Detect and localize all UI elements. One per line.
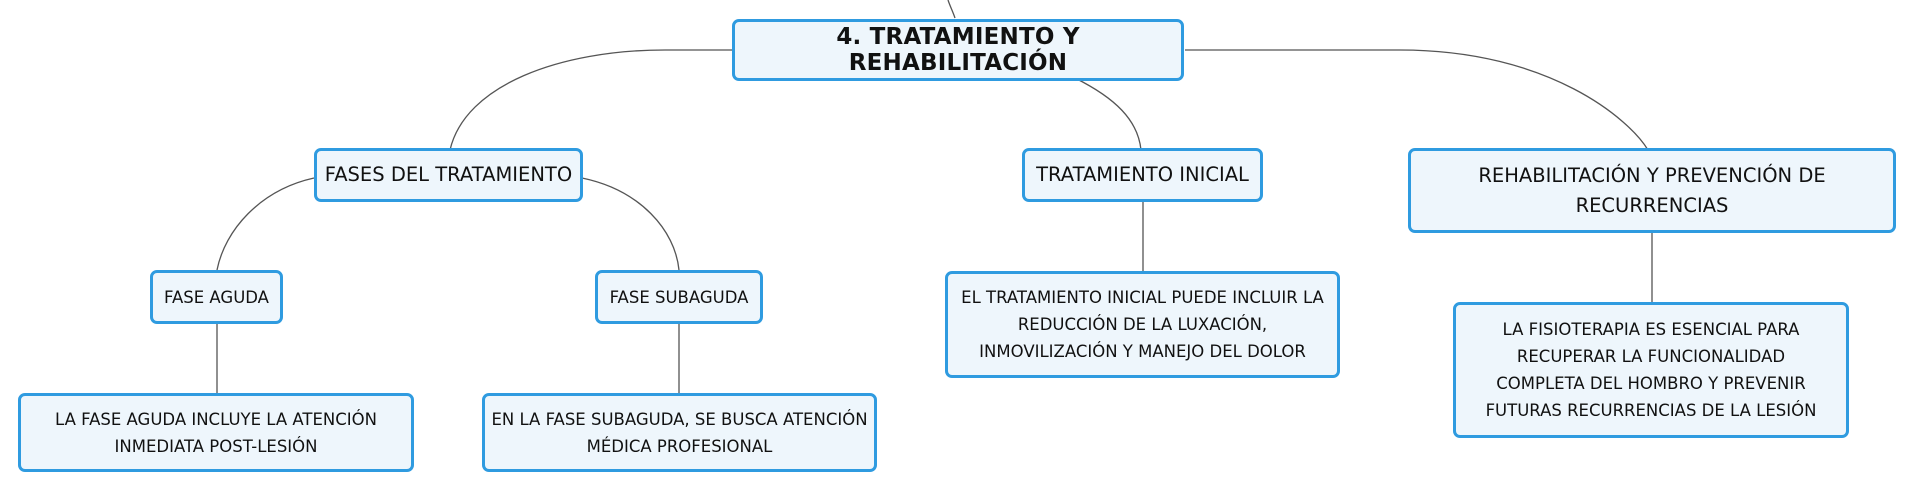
rehab-node[interactable]: REHABILITACIÓN Y PREVENCIÓN DE RECURRENC… [1408,148,1896,233]
central-topic-label: 4. TRATAMIENTO Y REHABILITACIÓN [836,24,1080,76]
phases-node[interactable]: FASES DEL TRATAMIENTO [314,148,583,202]
acute-phase-detail-node[interactable]: LA FASE AGUDA INCLUYE LA ATENCIÓN INMEDI… [18,393,414,472]
initial-treatment-detail-text: EL TRATAMIENTO INICIAL PUEDE INCLUIR LA … [961,288,1324,361]
rehab-detail-node[interactable]: LA FISIOTERAPIA ES ESENCIAL PARA RECUPER… [1453,302,1849,438]
rehab-detail-text: LA FISIOTERAPIA ES ESENCIAL PARA RECUPER… [1485,320,1817,420]
acute-phase-detail-text: LA FASE AGUDA INCLUYE LA ATENCIÓN INMEDI… [55,409,377,456]
acute-phase-node[interactable]: FASE AGUDA [150,270,283,324]
subacute-phase-detail-text: EN LA FASE SUBAGUDA, SE BUSCA ATENCIÓN M… [491,409,868,456]
connector-parent-to-central [947,0,956,19]
initial-treatment-label: TRATAMIENTO INICIAL [1036,163,1249,186]
connector-phases-to-acute [216,177,315,271]
subacute-phase-detail-node[interactable]: EN LA FASE SUBAGUDA, SE BUSCA ATENCIÓN M… [482,393,877,472]
connector-phases-to-subacute [581,177,680,271]
subacute-phase-label: FASE SUBAGUDA [609,287,749,307]
initial-treatment-node[interactable]: TRATAMIENTO INICIAL [1022,148,1263,202]
phases-label: FASES DEL TRATAMIENTO [324,163,573,186]
rehab-label: REHABILITACIÓN Y PREVENCIÓN DE RECURRENC… [1478,163,1826,217]
connector-central-to-initial [1074,77,1142,151]
central-topic-node[interactable]: 4. TRATAMIENTO Y REHABILITACIÓN [732,19,1184,81]
connector-central-to-rehab [1185,49,1649,151]
subacute-phase-node[interactable]: FASE SUBAGUDA [595,270,763,324]
initial-treatment-detail-node[interactable]: EL TRATAMIENTO INICIAL PUEDE INCLUIR LA … [945,271,1340,378]
connector-central-to-phases [449,49,732,151]
acute-phase-label: FASE AGUDA [164,287,269,307]
